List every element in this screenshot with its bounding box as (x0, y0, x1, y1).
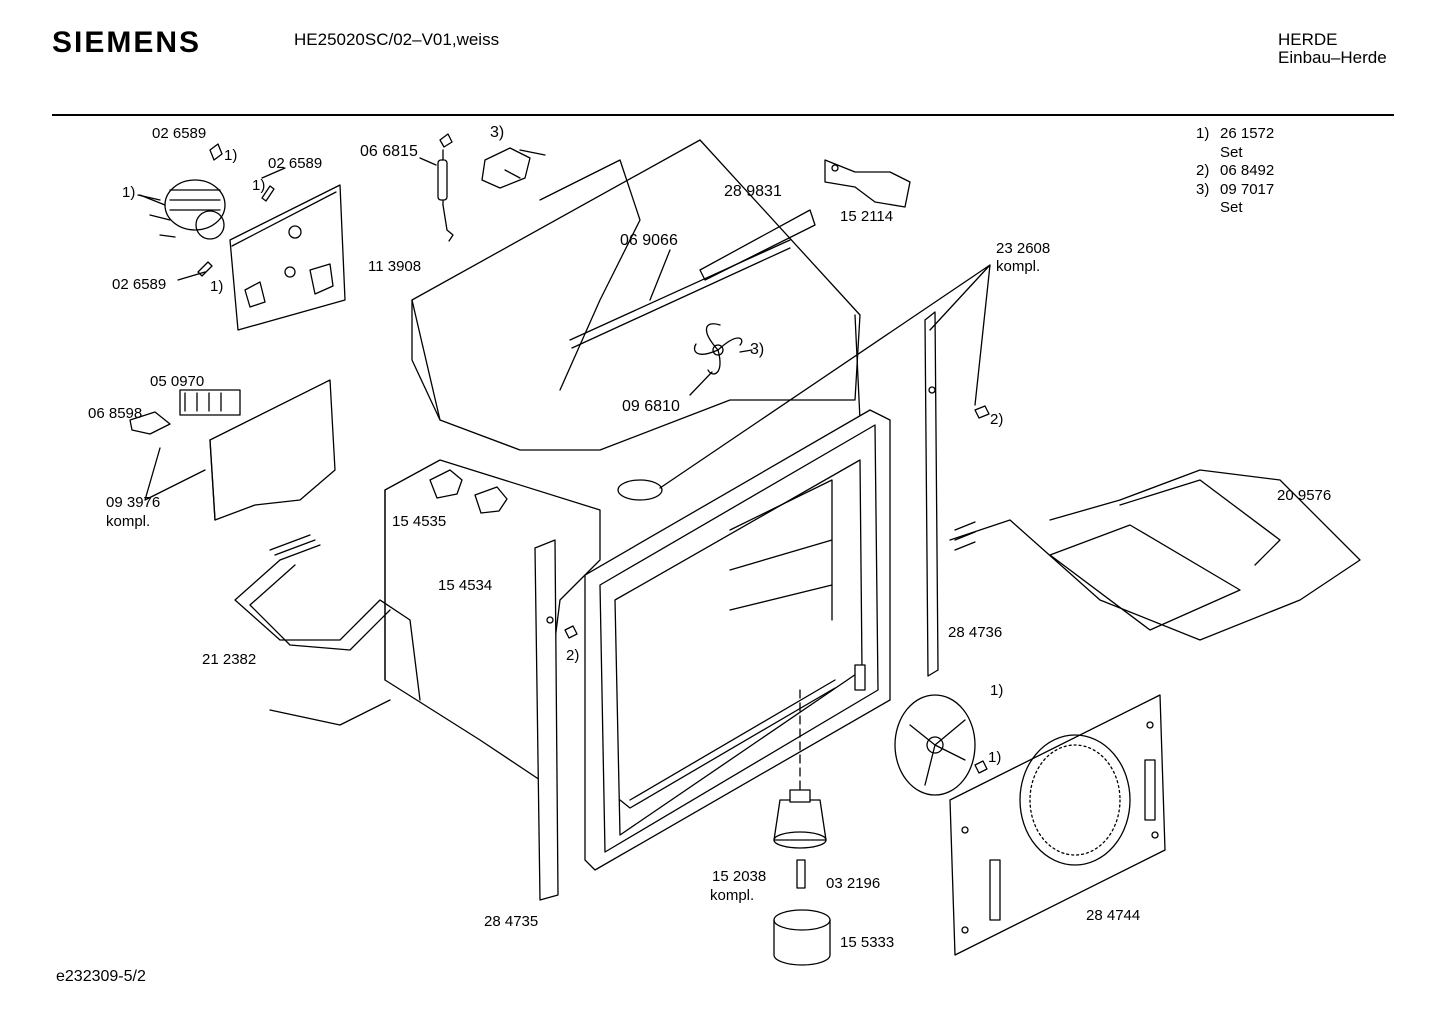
part-number-label: 09 6810 (622, 398, 680, 415)
document-id: e232309-5/2 (56, 968, 146, 985)
part-number-label: 02 6589 (112, 276, 167, 293)
footnote-number: 3) (1196, 180, 1210, 198)
footnote-row: 2) 06 8492 (1196, 162, 1274, 181)
fan-motor-assembly (140, 144, 345, 330)
footnote-row: 1) 26 1572 (1196, 125, 1274, 144)
footnote-marker: 1) (252, 177, 266, 194)
footnote-number: 2) (1196, 162, 1210, 179)
leader-line (660, 265, 990, 488)
part-number-suffix: kompl. (710, 887, 755, 904)
part-number-label: 05 0970 (150, 373, 205, 390)
part-number-label: 02 6589 (152, 125, 207, 142)
part-number-label: 28 9831 (724, 183, 782, 200)
part-number-label: 06 6815 (360, 143, 418, 160)
footnote-marker: 3) (490, 124, 505, 141)
footnote-marker: 3) (750, 341, 765, 358)
leader-line (178, 272, 205, 280)
control-board (130, 380, 335, 520)
part-number-label: 03 2196 (826, 875, 881, 892)
part-number-label: 02 6589 (268, 155, 323, 172)
lamp-cover (774, 910, 830, 965)
part-number-label: 28 4736 (948, 624, 1003, 641)
footnote-marker: 1) (210, 278, 224, 295)
footnote-number: 1) (1196, 125, 1210, 142)
leader-line (690, 372, 712, 395)
bottom-element (235, 535, 420, 725)
footnote-code: 06 8492 (1220, 162, 1275, 179)
part-number-suffix: kompl. (106, 513, 151, 530)
side-rail-right (925, 312, 938, 676)
footnote-suffix: Set (1220, 143, 1243, 161)
footnote-code: 26 1572 (1220, 125, 1275, 142)
part-number-label: 06 8598 (88, 405, 143, 422)
leader-line (145, 448, 205, 500)
vent-bracket (825, 160, 910, 207)
convection-fan (895, 695, 987, 795)
footnote-suffix: Set (1220, 199, 1243, 216)
top-duct-panel (412, 140, 860, 450)
part-number-label: 23 2608 (996, 240, 1051, 257)
footnote-row: 3) 09 7017 (1196, 181, 1274, 200)
part-number-label: 15 2114 (840, 208, 894, 225)
footnote-marker: 1) (224, 147, 238, 164)
footnote-row: Set (1196, 144, 1274, 163)
footnote-marker: 2) (566, 647, 580, 664)
category-title: HERDE (1278, 30, 1338, 49)
fan-blade (695, 324, 742, 374)
part-number-label: 06 9066 (620, 232, 678, 249)
grill-element (950, 470, 1360, 640)
leader-line (740, 350, 752, 352)
part-number-label: 15 4535 (392, 513, 447, 530)
part-number-label: 11 3908 (368, 258, 422, 275)
part-number-suffix: kompl. (996, 258, 1041, 275)
footnote-marker: 1) (122, 184, 136, 201)
footnote-marker: 1) (990, 682, 1004, 699)
part-number-label: 15 2038 (712, 868, 767, 885)
part-number-label: 15 4534 (438, 577, 493, 594)
part-number-label: 20 9576 (1277, 487, 1332, 504)
footnote-code: 09 7017 (1220, 180, 1275, 198)
footnote-row: Set (1196, 199, 1274, 218)
footnote-legend: 1) 26 1572 Set 2) 06 8492 3) 09 7017 Set (1196, 125, 1274, 218)
door-switch (482, 148, 545, 188)
part-number-label: 21 2382 (202, 651, 257, 668)
footnote-marker: 1) (988, 749, 1002, 766)
rear-fan-cover (950, 695, 1165, 955)
part-number-label: 15 5333 (840, 934, 895, 951)
thermostat-rod (420, 134, 453, 241)
leader-line (262, 168, 285, 178)
part-number-label: 09 3976 (106, 494, 161, 511)
oven-front-frame (585, 410, 890, 870)
part-number-label: 28 4744 (1086, 907, 1141, 924)
brand-logo: SIEMENS (52, 26, 202, 59)
model-number: HE25020SC/02–V01,weiss (294, 30, 500, 49)
footnote-marker: 2) (990, 411, 1004, 428)
header-rule (52, 114, 1394, 116)
category-subtitle: Einbau–Herde (1278, 48, 1387, 67)
side-rail-left (535, 540, 577, 900)
leader-line (138, 195, 160, 200)
part-number-label: 28 4735 (484, 913, 539, 930)
oven-lamp (774, 690, 826, 888)
lamp-holder-icon (975, 406, 989, 418)
